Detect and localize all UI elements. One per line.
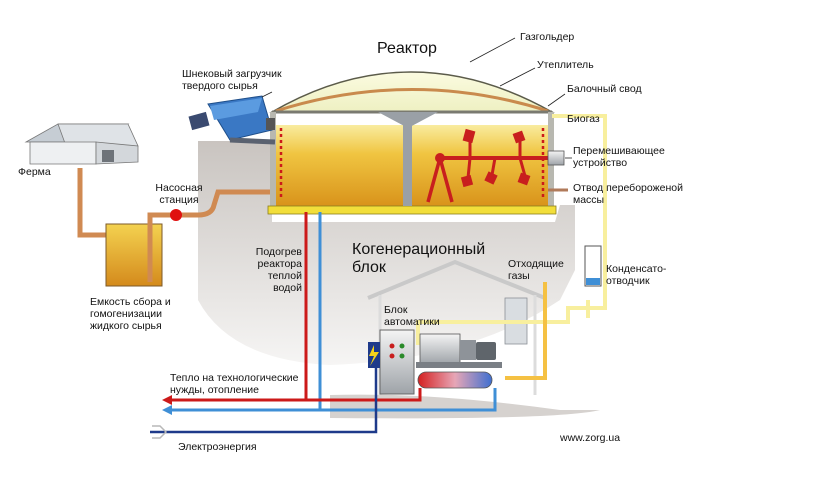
feed-pipe-pump	[147, 189, 270, 282]
label-digestate-outlet: Отвод перебороженой массы	[573, 182, 683, 206]
label-collection-tank: Емкость сбора и гомогенизации жидкого сы…	[90, 296, 171, 332]
label-pump-station: Насосная станция	[155, 182, 203, 206]
farm-building	[24, 123, 139, 165]
engine-generator	[416, 333, 502, 368]
power-plug-icon	[152, 425, 168, 439]
label-farm: Ферма	[18, 166, 51, 178]
label-biogas: Биогаз	[567, 113, 600, 125]
heat-exchanger	[417, 371, 493, 389]
leader-screw	[261, 91, 273, 98]
label-insulation: Утеплитель	[537, 59, 594, 71]
support-column-shaft	[403, 120, 412, 206]
label-automation-block: Блок автоматики	[384, 304, 440, 328]
insulation-layer	[275, 88, 549, 113]
leader-beam-vault	[547, 93, 566, 107]
label-condensate-trap: Конденсато- отводчик	[606, 263, 667, 287]
label-process-heat: Тепло на технологические нужды, отоплени…	[170, 372, 299, 396]
cold-water-line	[170, 388, 497, 412]
gasholder-dome	[269, 71, 555, 113]
hot-water-line	[170, 388, 422, 402]
reactor-floor	[267, 205, 557, 215]
leader-gasholder	[469, 37, 516, 63]
label-exhaust-gases: Отходящие газы	[508, 258, 564, 282]
label-electricity: Электроэнергия	[178, 441, 257, 453]
ground-lower	[330, 394, 600, 419]
label-cogeneration: Когенерационный блок	[352, 241, 486, 276]
feed-pipe-farm	[77, 168, 108, 238]
biogas-pipe	[552, 114, 607, 318]
collection-tank	[105, 223, 163, 287]
screw-loader	[188, 95, 276, 145]
mixer-device	[426, 128, 565, 203]
ground-mound	[198, 141, 575, 365]
reactor-wall-left	[270, 112, 276, 212]
condensate-trap	[584, 245, 602, 287]
automation-cabinet	[368, 329, 415, 395]
power-line	[150, 368, 378, 434]
label-reactor-heating: Подогрев реактора теплой водой	[255, 246, 302, 294]
label-beam-vault: Балочный свод	[567, 83, 642, 95]
gas-supply-line	[416, 306, 587, 345]
label-gasholder: Газгольдер	[520, 31, 575, 43]
exhaust-gas-line	[505, 282, 547, 380]
pump-station-icon	[170, 209, 182, 221]
hot-arrow-icon	[162, 395, 172, 405]
label-reactor: Реактор	[377, 40, 437, 57]
leader-insulation	[499, 67, 536, 87]
label-website: www.zorg.ua	[560, 432, 621, 444]
cold-arrow-icon	[162, 405, 172, 415]
label-screw-loader: Шнековый загрузчик твердого сырья	[182, 68, 282, 92]
label-mixer: Перемешивающее устройство	[573, 145, 665, 169]
